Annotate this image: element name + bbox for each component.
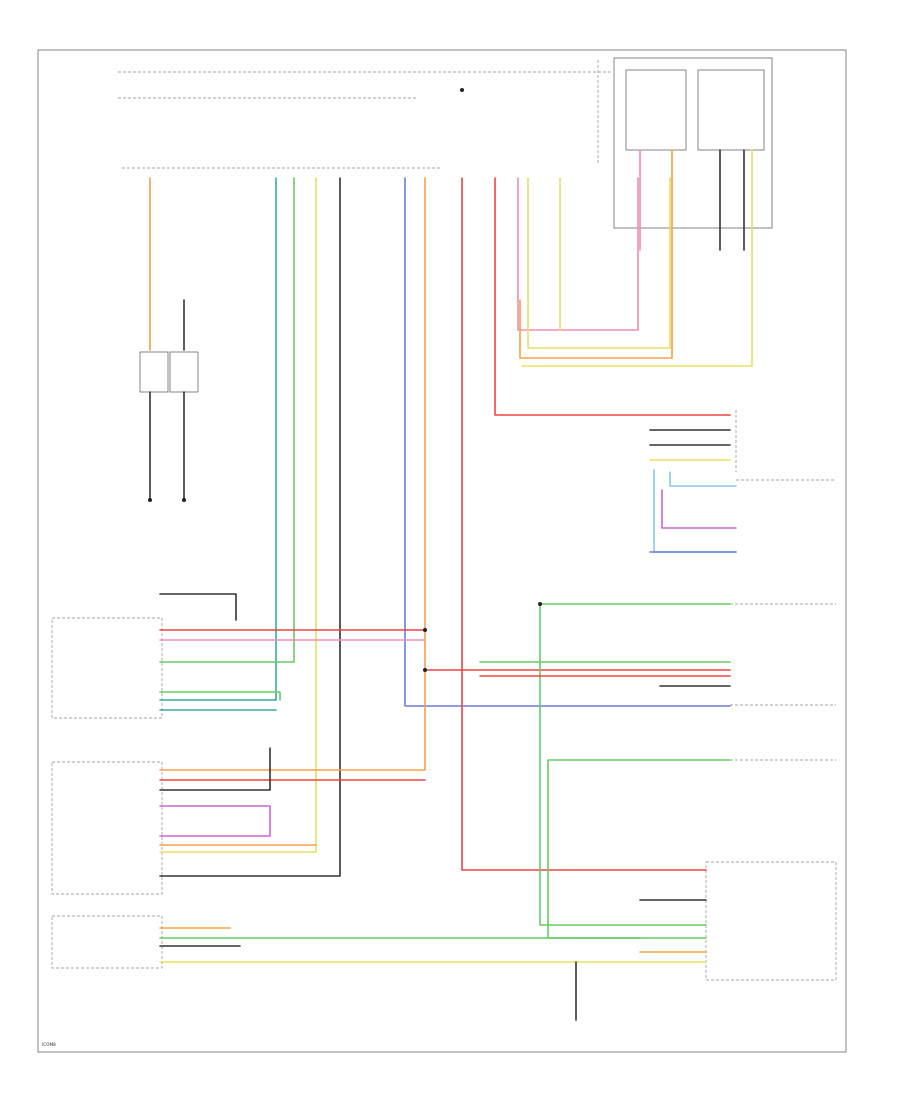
wire-black-right-lamp (159, 747, 271, 791)
footer-code: ICOM8 (42, 1042, 56, 1047)
wire-yellow-long (159, 177, 317, 853)
wire-violet-right-lamp (159, 805, 271, 837)
wire-orange-right-lamp (159, 177, 426, 771)
wire-black-long (159, 177, 341, 877)
splices (148, 88, 542, 672)
wire-orange-right (519, 149, 673, 359)
wire-yellow-loop (527, 177, 671, 349)
cluster-module (705, 861, 837, 981)
wire-lightblue-2 (669, 471, 737, 487)
headlamp-switch (51, 915, 163, 969)
wires (149, 149, 753, 1021)
left-front-lamp-assembly (51, 617, 163, 719)
left-bulb-housing (139, 351, 169, 393)
ground-left (148, 498, 152, 502)
wire-violet (661, 489, 737, 529)
wire-lightblue (653, 469, 737, 553)
wire-green-to-cluster (539, 603, 707, 926)
wire-black-left-lamp-ground (159, 593, 237, 621)
wire-red-module-a (494, 177, 731, 416)
right-bulb-housing (169, 351, 199, 393)
right-front-lamp-assembly (51, 761, 163, 895)
splice-a (423, 628, 427, 632)
wire-blue (404, 177, 731, 707)
wire-teal (159, 177, 277, 701)
power-distribution-center (613, 57, 773, 229)
pdc-fuse-left (625, 69, 687, 151)
splice-d (538, 602, 542, 606)
pdc-fuse-right (697, 69, 765, 151)
wire-green-to-cluster-2 (547, 759, 707, 939)
wire-green-left-lamp (159, 691, 281, 701)
wire-pink-loop (517, 177, 639, 331)
splice-c (460, 88, 464, 92)
ground-right (182, 498, 186, 502)
diagram-frame (37, 49, 847, 1053)
wire-red-to-cluster (461, 177, 707, 871)
splice-b (423, 668, 427, 672)
wire-green (159, 177, 295, 663)
wire-yellow-right (521, 149, 753, 367)
